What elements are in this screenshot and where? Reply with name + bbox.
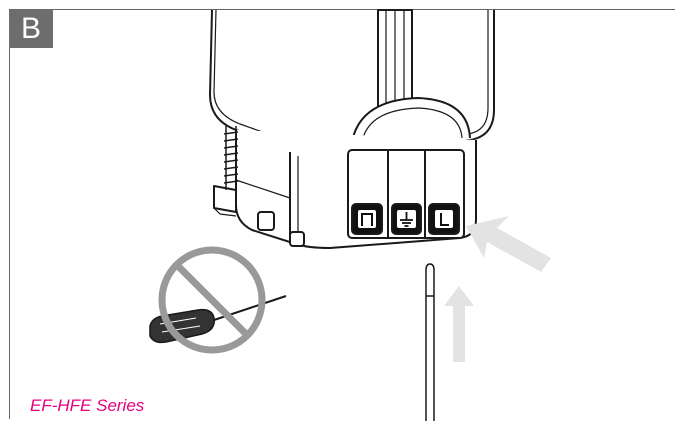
step-label: B	[9, 9, 53, 48]
series-name: EF-HFE Series	[30, 396, 145, 415]
neutral-terminal-icon	[358, 210, 376, 228]
earth-terminal-icon	[397, 210, 416, 228]
device-body	[209, 9, 495, 157]
insert-arrow-vertical	[444, 286, 474, 362]
frame-top-line	[9, 9, 675, 10]
live-terminal-icon	[435, 210, 453, 228]
wire	[425, 263, 435, 421]
insert-arrow-diagonal	[466, 216, 551, 272]
mounting-spring	[223, 126, 239, 190]
no-screwdriver-icon	[149, 246, 287, 354]
frame-left-line	[9, 9, 10, 419]
